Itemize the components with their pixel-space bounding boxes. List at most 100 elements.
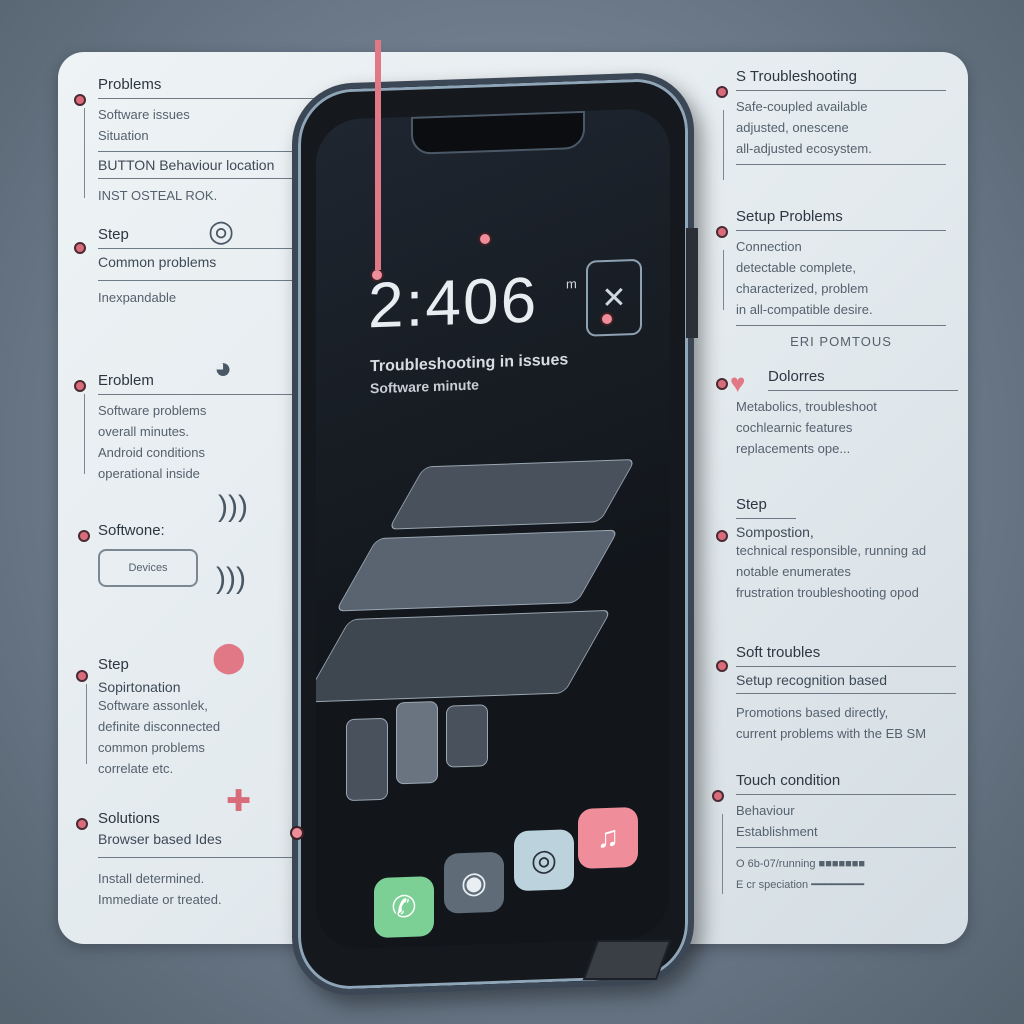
marker-dot: [78, 530, 90, 542]
block-line: Android conditions: [98, 445, 205, 460]
connector-line: [722, 814, 723, 894]
block-line: Install determined.: [98, 871, 205, 886]
marker-dot: [716, 226, 728, 238]
block-line: replacements ope...: [736, 441, 851, 456]
location-pin-icon: ⬤: [212, 641, 246, 674]
block-line: Metabolics, troubleshoot: [736, 399, 877, 414]
setup-problems-block: Setup Problems Connection detectable com…: [736, 208, 946, 352]
chip-component-icon: [582, 940, 672, 980]
camera-app[interactable]: ◉: [444, 851, 504, 914]
sound-wave-icon: ))): [218, 490, 248, 523]
block-heading: S Troubleshooting: [736, 68, 857, 85]
probe-stylus: [375, 40, 381, 270]
block-line: Immediate or treated.: [98, 892, 222, 907]
marker-dot: [74, 242, 86, 254]
problem-block: Eroblem Software problems overall minute…: [98, 372, 298, 484]
widget-tile[interactable]: [446, 704, 488, 768]
block-heading: Softwone:: [98, 522, 165, 539]
connector-line: [84, 108, 85, 198]
marker-dot: [716, 530, 728, 542]
block-subheading: Behaviour: [736, 803, 795, 818]
marker-dot: [76, 670, 88, 682]
phone-screen: 2:406 m ✕ Troubleshooting in issues Soft…: [316, 107, 670, 951]
block-line: O 6b-07/running ■■■■■■■: [736, 858, 866, 870]
block-line: common problems: [98, 740, 205, 755]
block-line: Safe-coupled available: [736, 99, 868, 114]
details-block: Dolorres Metabolics, troubleshoot cochle…: [736, 368, 958, 459]
phone-app[interactable]: ✆: [374, 876, 434, 939]
camera-icon: ◉: [460, 865, 488, 900]
devices-button[interactable]: Devices: [98, 549, 198, 587]
settings-app[interactable]: ◎: [514, 829, 574, 892]
block-line: overall minutes.: [98, 424, 190, 439]
step-block: Step Sompostion, technical responsible, …: [736, 496, 956, 603]
block-footnote: INST OSTEAL ROK.: [98, 188, 218, 203]
signal-icon: ◎: [208, 215, 235, 248]
widget-tile[interactable]: [396, 700, 438, 785]
block-line: technical responsible, running ad: [736, 543, 927, 558]
block-line: adjusted, onescene: [736, 120, 849, 135]
sound-wave-icon: ))): [216, 562, 246, 595]
cable-connector: [686, 228, 698, 338]
block-footnote: ERI POMTOUS: [790, 334, 892, 349]
callout-pin: [478, 232, 492, 246]
block-line: cochlearnic features: [736, 420, 853, 435]
callout-pin: [600, 312, 614, 326]
exploded-layer: [388, 459, 636, 530]
block-heading: Step: [736, 496, 767, 513]
exploded-layer: [316, 609, 612, 703]
block-line: Promotions based directly,: [736, 705, 889, 720]
solutions-block: Solutions Browser based Ides Install det…: [98, 810, 298, 910]
block-subheading: Establishment: [736, 824, 818, 839]
problems-block: Problems Software issues Situation BUTTO…: [98, 76, 338, 206]
block-heading: Step: [98, 656, 129, 673]
marker-dot: [76, 818, 88, 830]
clock-suffix: m: [566, 276, 577, 292]
block-line: Connection: [736, 239, 802, 254]
block-line: Software problems: [98, 403, 207, 418]
soft-troubles-block: Soft troubles Setup recognition based Pr…: [736, 644, 956, 744]
phone-illustration: 2:406 m ✕ Troubleshooting in issues Soft…: [292, 70, 694, 998]
connector-line: [723, 250, 724, 310]
block-subheading: BUTTON Behaviour location: [98, 157, 275, 173]
block-subheading: Sopirtonation: [98, 679, 181, 695]
marker-dot: [716, 86, 728, 98]
step-block: Step Common problems Inexpandable: [98, 226, 318, 308]
connector-line: [86, 684, 87, 764]
block-heading: Soft troubles: [736, 644, 821, 661]
app-shortcut-icon[interactable]: ✕: [586, 258, 642, 337]
block-heading: Setup Problems: [736, 208, 843, 225]
phone-icon: ✆: [391, 890, 417, 925]
block-heading: Touch condition: [736, 772, 841, 789]
lens-icon: ◎: [530, 843, 558, 878]
block-heading: Dolorres: [768, 368, 825, 385]
callout-pin: [290, 826, 304, 840]
music-app[interactable]: ♫: [578, 806, 638, 870]
solutions-block: Softwone: Devices: [98, 522, 298, 587]
step-block: Step Sopirtonation Software assonlek, de…: [98, 656, 298, 779]
block-line: current problems with the EB SM: [736, 726, 927, 741]
block-line: notable enumerates: [736, 564, 851, 579]
screen-title: Troubleshooting in issues: [370, 351, 569, 376]
widget-tile[interactable]: [346, 717, 388, 802]
block-line: operational inside: [98, 466, 200, 481]
screen-subtitle: Software minute: [370, 376, 479, 397]
block-line: Software issues: [98, 107, 190, 122]
block-line: definite disconnected: [98, 719, 221, 734]
block-line: in all-compatible desire.: [736, 302, 873, 317]
phone-notch: [411, 110, 585, 155]
block-line: all-adjusted ecosystem.: [736, 141, 872, 156]
block-line: E cr speciation ━━━━━━━━: [736, 879, 865, 891]
music-note-icon: ♫: [596, 820, 620, 855]
block-subheading: Sompostion,: [736, 524, 814, 540]
camera-lens-icon: ◕: [214, 352, 233, 385]
block-line: characterized, problem: [736, 281, 869, 296]
troubleshooting-block: S Troubleshooting Safe-coupled available…: [736, 68, 946, 170]
connector-line: [723, 110, 724, 180]
marker-dot: [74, 380, 86, 392]
clock-display: 2:406: [368, 263, 539, 342]
connector-line: [84, 394, 85, 474]
marker-dot: [716, 378, 728, 390]
block-subheading: Browser based Ides: [98, 831, 222, 847]
block-footnote: Inexpandable: [98, 290, 177, 305]
